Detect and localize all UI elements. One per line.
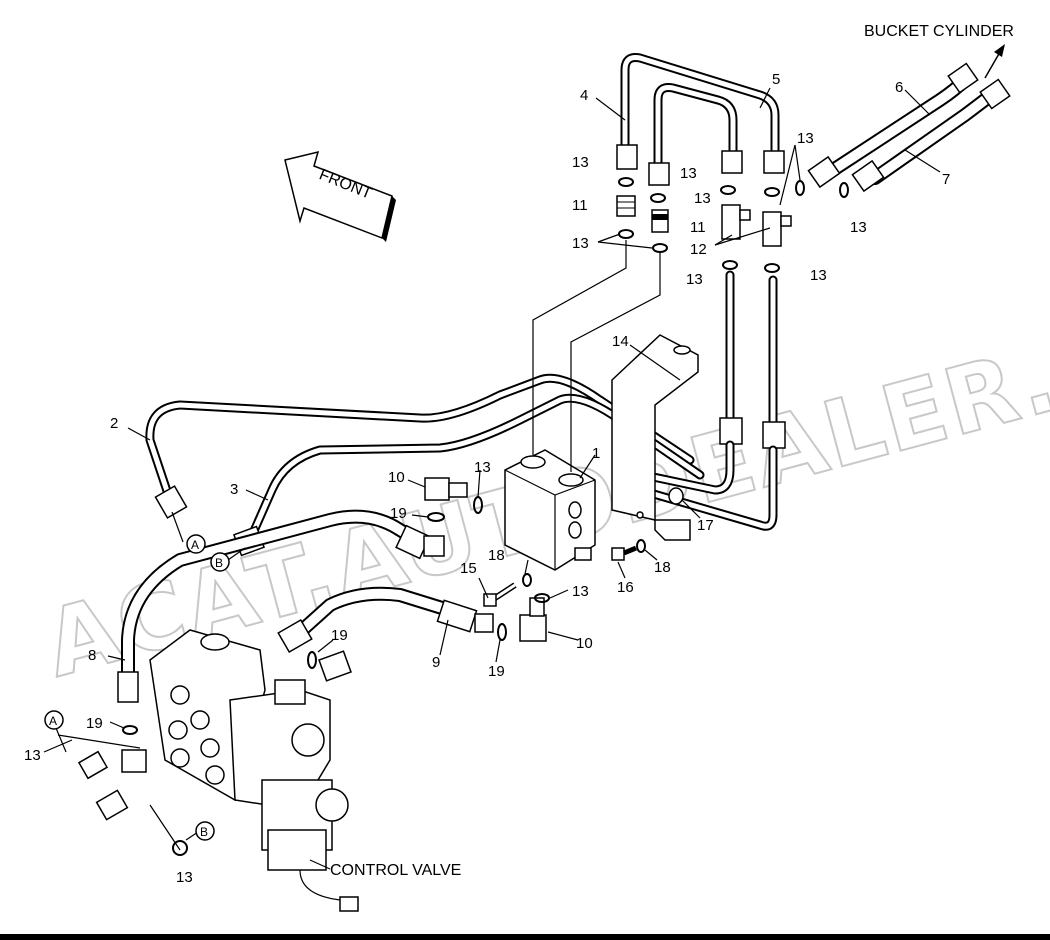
pipe-2 xyxy=(145,373,695,505)
svg-text:A: A xyxy=(191,538,199,552)
bottom-border xyxy=(0,934,1050,940)
adaptor-11-right xyxy=(651,209,669,233)
o-rings-13-lower xyxy=(172,496,550,856)
callout-7: 7 xyxy=(942,171,950,188)
elbow-fittings-cv xyxy=(77,749,147,821)
callout-13c: 13 xyxy=(694,190,711,207)
callout-15: 15 xyxy=(460,560,477,577)
callout-10a: 10 xyxy=(388,469,405,486)
callout-2: 2 xyxy=(110,415,118,432)
callout-9: 9 xyxy=(432,654,440,671)
pipe-2-end-nut xyxy=(154,485,188,519)
elbow-10-upper xyxy=(424,477,468,501)
hose-6 xyxy=(807,62,979,189)
control-valve-label: CONTROL VALVE xyxy=(330,862,461,879)
bolt-16 xyxy=(611,545,637,561)
callout-3: 3 xyxy=(230,481,238,498)
front-arrow: FRONT xyxy=(284,150,396,242)
callout-13d: 13 xyxy=(797,130,814,147)
o-rings-19 xyxy=(122,512,507,735)
callout-16: 16 xyxy=(617,579,634,596)
callout-13e: 13 xyxy=(850,219,867,236)
callout-12: 12 xyxy=(690,241,707,258)
callout-19c: 19 xyxy=(488,663,505,680)
tee-12-right xyxy=(762,211,792,247)
pipe-5 xyxy=(653,83,738,170)
callout-18b: 18 xyxy=(654,559,671,576)
callout-13k: 13 xyxy=(24,747,41,764)
elbow-10-lower xyxy=(519,597,547,642)
callout-4: 4 xyxy=(580,87,588,104)
hose-8 xyxy=(117,509,445,703)
tee-12-left xyxy=(721,204,751,240)
pipe-3 xyxy=(245,393,705,545)
marker-b-upper: B xyxy=(210,552,230,572)
callout-19d: 19 xyxy=(86,715,103,732)
callout-14: 14 xyxy=(612,333,629,350)
bracket-14 xyxy=(611,334,699,541)
callout-10b: 10 xyxy=(576,635,593,652)
fitting-19-right xyxy=(318,650,352,682)
pipe-4 xyxy=(620,53,780,165)
callout-13b: 13 xyxy=(680,165,697,182)
washer-17 xyxy=(668,487,684,505)
callout-leaders xyxy=(43,87,941,870)
adaptor-11-left xyxy=(616,195,636,217)
callout-11a: 11 xyxy=(572,197,588,214)
o-rings-13-top xyxy=(618,177,849,273)
callout-6: 6 xyxy=(895,79,903,96)
callout-13f: 13 xyxy=(572,235,589,252)
callout-13g: 13 xyxy=(686,271,703,288)
callout-18a: 18 xyxy=(488,547,505,564)
marker-a-lower: A xyxy=(44,710,64,730)
control-valve xyxy=(149,629,359,912)
callout-13l: 13 xyxy=(176,869,193,886)
callout-13a: 13 xyxy=(572,154,589,171)
callout-13i: 13 xyxy=(474,459,491,476)
pipe-nuts-top xyxy=(616,144,785,186)
svg-text:B: B xyxy=(200,825,208,839)
svg-text:A: A xyxy=(49,714,57,728)
callout-19b: 19 xyxy=(331,627,348,644)
callout-1: 1 xyxy=(592,445,600,462)
leader-lines xyxy=(532,240,661,472)
callout-11b: 11 xyxy=(690,219,706,236)
callout-19a: 19 xyxy=(390,505,407,522)
washer-18 xyxy=(522,539,646,587)
callout-5: 5 xyxy=(772,71,780,88)
hose-7 xyxy=(851,78,1011,193)
callout-8: 8 xyxy=(88,647,96,664)
callout-13j: 13 xyxy=(572,583,589,600)
bolt-15 xyxy=(483,582,517,607)
bucket-cylinder-label: BUCKET CYLINDER xyxy=(864,23,1014,40)
callout-17: 17 xyxy=(697,517,714,534)
pipe-loop-right xyxy=(615,270,786,531)
valve-block-1 xyxy=(504,449,596,571)
marker-a-upper: A xyxy=(186,534,206,554)
callout-13h: 13 xyxy=(810,267,827,284)
svg-text:B: B xyxy=(215,556,223,570)
bucket-cylinder-arrow xyxy=(984,44,1005,79)
marker-b-lower: B xyxy=(195,821,215,841)
